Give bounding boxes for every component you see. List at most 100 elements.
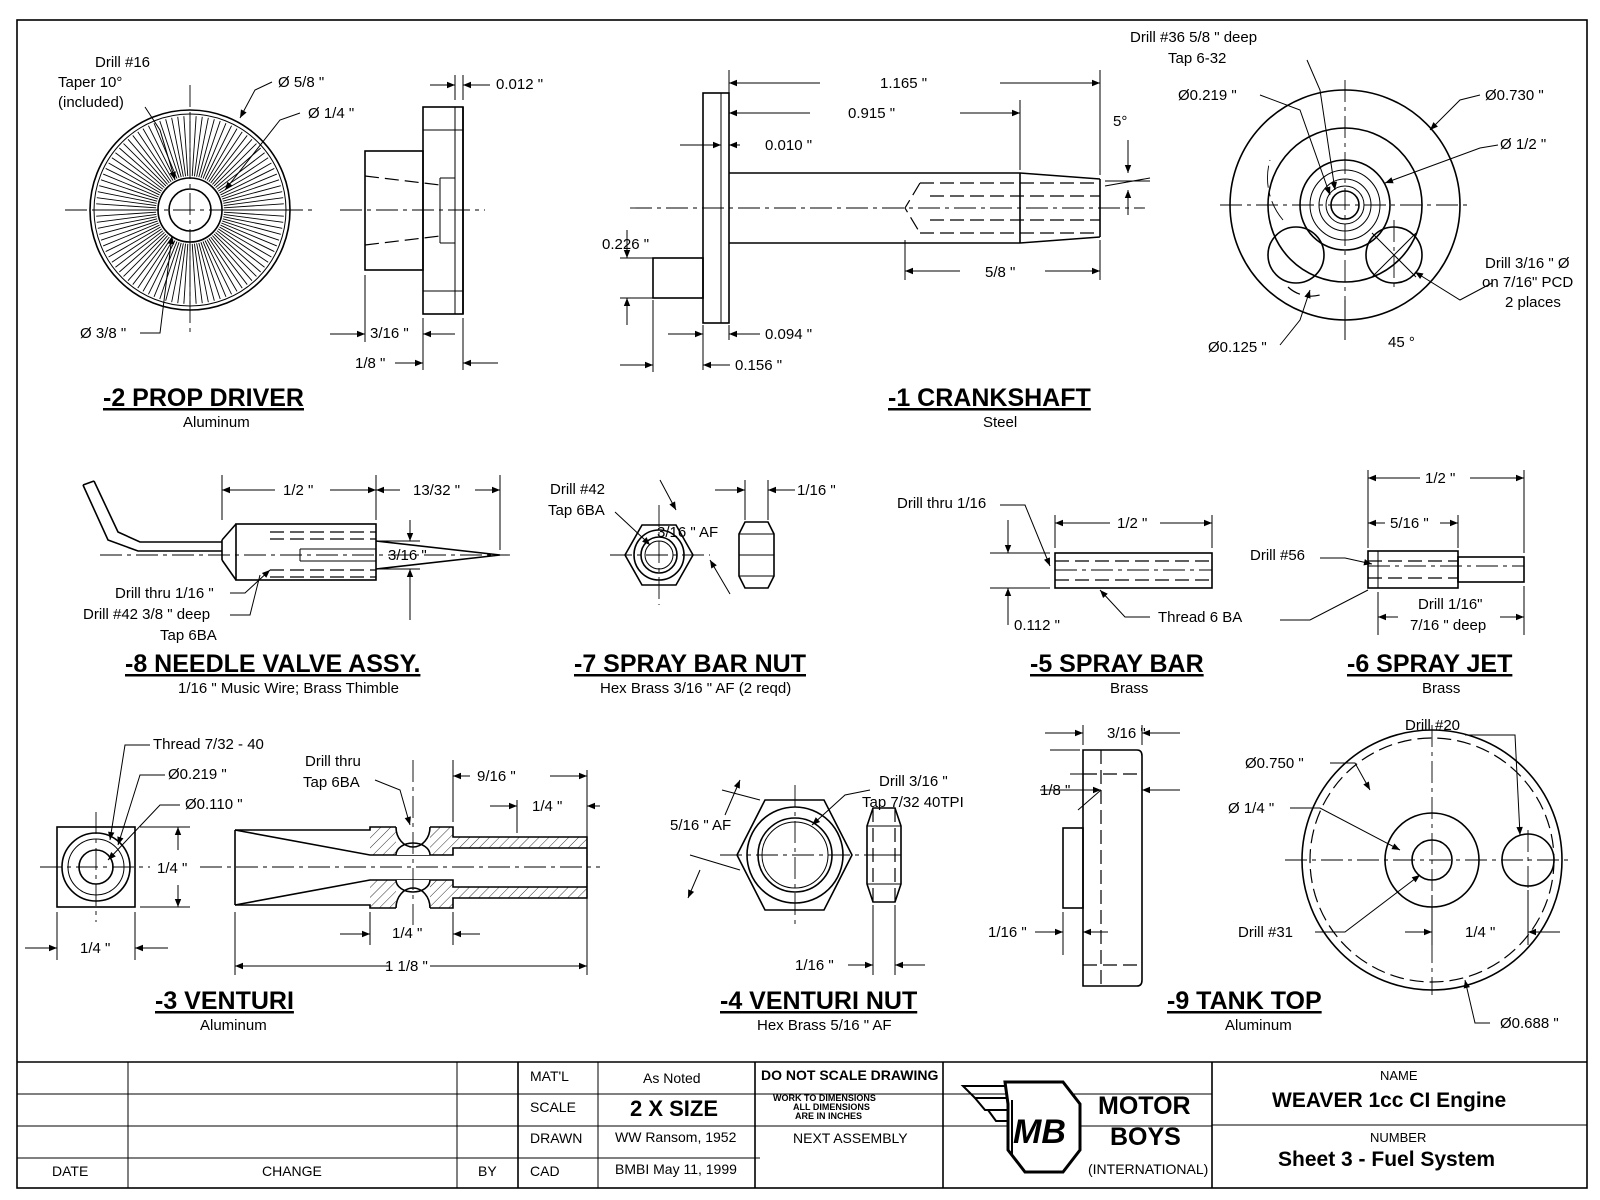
tank-top-dia0688-label: Ø0.688 " xyxy=(1500,1015,1559,1032)
needle-valve-tap-label: Tap 6BA xyxy=(160,627,217,644)
tank-top-material: Aluminum xyxy=(1225,1017,1292,1034)
knurl-line xyxy=(115,152,164,190)
venturi-drill-thru-label: Drill thru xyxy=(305,753,361,770)
motor-boys-logo xyxy=(960,1080,1082,1174)
spray-bar-drill-label: Drill thru 1/16 xyxy=(897,495,986,512)
knurl-line xyxy=(99,218,158,235)
work-to-dimensions-note: WORK TO DIMENSIONS xyxy=(773,1093,876,1103)
spray-bar-0112-label: 0.112 " xyxy=(1014,617,1060,634)
knurl-line xyxy=(183,116,189,177)
venturi-material: Aluminum xyxy=(200,1017,267,1034)
crankshaft-1165-label: 1.165 " xyxy=(880,75,927,92)
knurl-line xyxy=(206,128,238,181)
scale-value: 2 X SIZE xyxy=(630,1096,718,1121)
knurl-line xyxy=(127,235,168,281)
venturi-nut-material: Hex Brass 5/16 " AF xyxy=(757,1017,892,1034)
knurl-line xyxy=(206,239,238,292)
spray-jet-drawing xyxy=(1280,470,1525,635)
crankshaft-dia0125-label: Ø0.125 " xyxy=(1208,339,1267,356)
matl-label: MAT'L xyxy=(530,1068,569,1084)
knurl-line xyxy=(171,243,184,303)
matl-value: As Noted xyxy=(643,1070,701,1086)
knurl-line xyxy=(223,216,283,229)
spray-jet-12-label: 1/2 " xyxy=(1425,470,1455,487)
needle-valve-drill-thru-label: Drill thru 1/16 " xyxy=(115,585,214,602)
venturi-title: -3 VENTURI xyxy=(155,987,294,1015)
knurl-line xyxy=(102,173,159,198)
spray-bar-nut-116-label: 1/16 " xyxy=(797,482,836,499)
company-name-line3: (INTERNATIONAL) xyxy=(1088,1161,1208,1177)
spray-bar-nut-material: Hex Brass 3/16 " AF (2 reqd) xyxy=(600,680,791,697)
spray-jet-material: Brass xyxy=(1422,680,1460,697)
revision-date-header: DATE xyxy=(52,1163,88,1179)
knurl-line xyxy=(223,191,283,204)
crankshaft-58-label: 5/8 " xyxy=(985,264,1015,281)
drawn-label: DRAWN xyxy=(530,1130,582,1146)
crankshaft-dia0730-label: Ø0.730 " xyxy=(1485,87,1544,104)
knurl-line xyxy=(97,191,157,204)
knurl-line xyxy=(221,173,278,198)
knurl-line xyxy=(96,213,157,223)
knurl-line xyxy=(105,168,160,196)
knurl-line xyxy=(132,135,170,184)
crankshaft-0226-label: 0.226 " xyxy=(602,236,649,253)
knurl-line xyxy=(202,122,227,179)
prop-driver-drawing xyxy=(65,75,498,370)
knurl-line xyxy=(100,179,158,200)
spray-bar-title: -5 SPRAY BAR xyxy=(1030,650,1204,678)
logo-letters: MB xyxy=(1013,1113,1066,1151)
crankshaft-2places-label: 2 places xyxy=(1505,294,1561,311)
cad-value: BMBI May 11, 1999 xyxy=(615,1161,737,1177)
knurl-line xyxy=(108,226,161,258)
revision-by-header: BY xyxy=(478,1163,497,1179)
spray-bar-nut-tap-label: Tap 6BA xyxy=(548,502,605,519)
knurl-line xyxy=(119,232,165,273)
tank-top-dia14-label: Ø 1/4 " xyxy=(1228,800,1274,817)
knurl-line xyxy=(220,224,275,252)
knurl-line xyxy=(96,203,157,209)
needle-valve-drawing xyxy=(82,475,510,620)
knurl-line xyxy=(216,230,265,268)
venturi-nut-116-label: 1/16 " xyxy=(795,957,834,974)
knurl-line xyxy=(191,243,197,304)
tank-top-14-label: 1/4 " xyxy=(1465,924,1495,941)
prop-driver-drill-label: Drill #16 xyxy=(95,54,150,71)
prop-driver-taper-label: Taper 10° xyxy=(58,74,122,91)
knurl-line xyxy=(127,139,168,185)
crankshaft-drill36-label: Drill #36 5/8 " deep xyxy=(1130,29,1257,46)
spray-bar-thread-label: Thread 6 BA xyxy=(1158,609,1242,626)
venturi-nut-drill-label: Drill 3/16 " xyxy=(879,773,948,790)
prop-driver-included-label: (included) xyxy=(58,94,124,111)
spray-jet-drill116-label: Drill 1/16" xyxy=(1418,596,1483,613)
crankshaft-dia0219-label: Ø0.219 " xyxy=(1178,87,1237,104)
knurl-line xyxy=(204,240,232,295)
knurl-line xyxy=(97,216,157,229)
venturi-nut-af-label: 5/16 " AF xyxy=(670,817,731,834)
venturi-end-width-label: 1/4 " xyxy=(80,940,110,957)
tank-top-title: -9 TANK TOP xyxy=(1167,987,1322,1015)
knurl-line xyxy=(222,218,281,235)
knurl-line xyxy=(159,120,180,178)
knurl-line xyxy=(222,185,281,202)
knurl-line xyxy=(183,243,189,304)
spray-bar-nut-drawing xyxy=(610,479,795,605)
knurl-line xyxy=(212,235,253,281)
needle-valve-1332-label: 13/32 " xyxy=(413,482,460,499)
knurl-line xyxy=(202,241,227,298)
crankshaft-5deg-label: 5° xyxy=(1113,113,1127,130)
spray-bar-nut-af-label: 3/16 " AF xyxy=(657,524,718,541)
knurl-line xyxy=(137,131,172,182)
tank-top-116-label: 1/16 " xyxy=(988,924,1027,941)
number-label: NUMBER xyxy=(1370,1130,1426,1145)
knurl-line xyxy=(177,116,187,177)
knurl-line xyxy=(137,238,172,289)
spray-jet-title: -6 SPRAY JET xyxy=(1347,650,1512,678)
company-name-line2: BOYS xyxy=(1110,1123,1181,1151)
prop-driver-316-label: 3/16 " xyxy=(370,325,409,342)
knurl-line xyxy=(219,226,272,258)
knurl-line xyxy=(213,233,257,277)
spray-bar-drawing xyxy=(990,504,1213,625)
spray-bar-material: Brass xyxy=(1110,680,1148,697)
knurl-line xyxy=(102,222,159,247)
knurl-line xyxy=(200,120,221,178)
